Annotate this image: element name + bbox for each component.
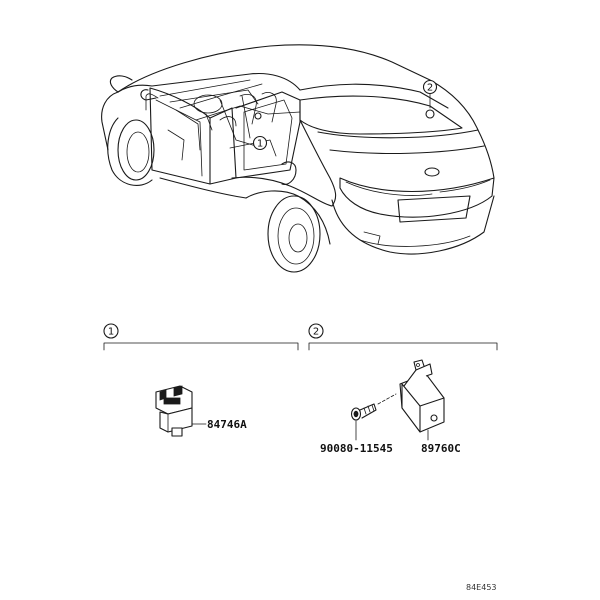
figure-code: 84E453: [466, 583, 497, 592]
section-1: 1 84746A: [103, 323, 299, 437]
part-code-84746A: 84746A: [207, 418, 247, 431]
part-89760C-illustration: [399, 359, 445, 433]
callout-1-marker: 1: [252, 135, 268, 151]
callout-1-number: 1: [257, 139, 263, 150]
part-code-90080-11545: 90080-11545: [320, 442, 393, 455]
section-2-number: 2: [313, 327, 319, 338]
part-code-89760C: 89760C: [421, 442, 461, 455]
callout-2-marker: 2: [422, 79, 438, 119]
section-1-number: 1: [108, 327, 114, 338]
car-illustration: [101, 44, 495, 273]
callout-2-number: 2: [427, 83, 433, 94]
bolt-illustration: [350, 403, 377, 421]
section-2: 2 90080-11545 89760C: [308, 323, 498, 455]
part-84746A-illustration: [155, 385, 193, 437]
